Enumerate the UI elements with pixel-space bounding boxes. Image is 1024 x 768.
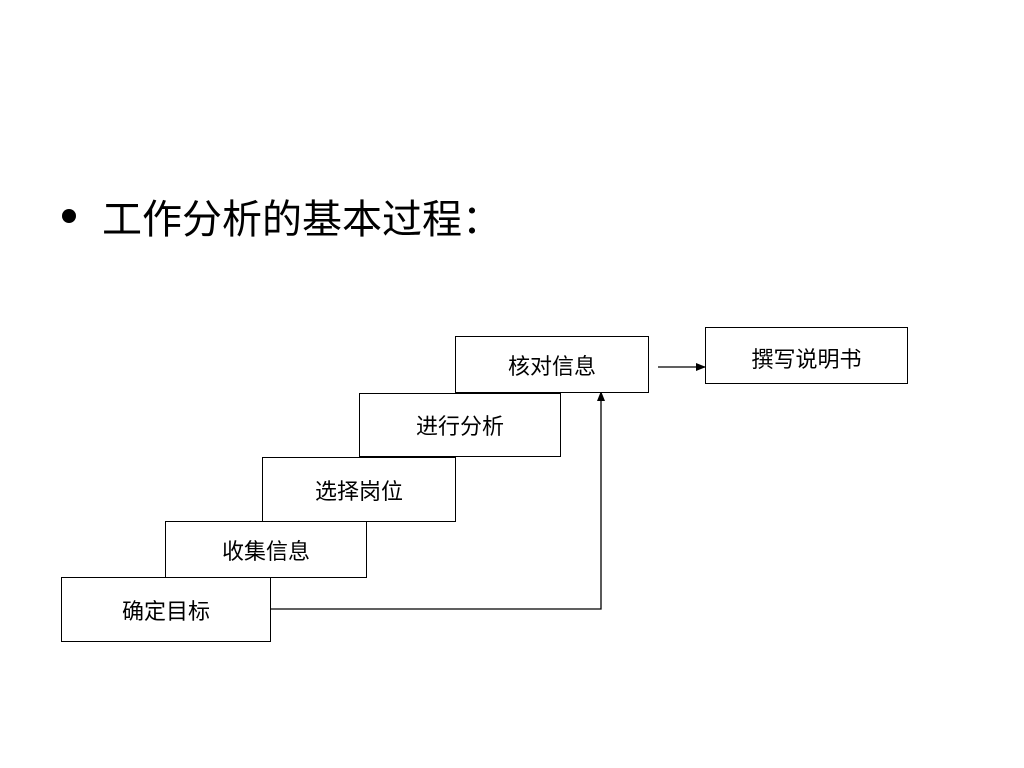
result-label: 撰写说明书 [751,348,862,373]
step-box-select-position: 选择岗位 [262,457,456,522]
step-box-define-goal: 确定目标 [61,577,271,642]
step-box-analyze: 进行分析 [359,393,561,457]
step-label: 选择岗位 [314,479,403,505]
step-label: 确定目标 [121,599,210,625]
step-box-collect-info: 收集信息 [165,521,367,578]
heading-text: 工作分析的基本过程： [102,197,502,243]
step-label: 核对信息 [507,354,596,380]
result-box-write-description: 撰写说明书 [705,327,908,384]
bullet-heading: 工作分析的基本过程： [62,188,502,244]
bullet-icon [62,209,76,223]
step-label: 进行分析 [415,415,504,440]
step-label: 收集信息 [221,539,310,565]
feedback-connector [270,391,605,610]
step-box-verify-info: 核对信息 [455,336,649,393]
